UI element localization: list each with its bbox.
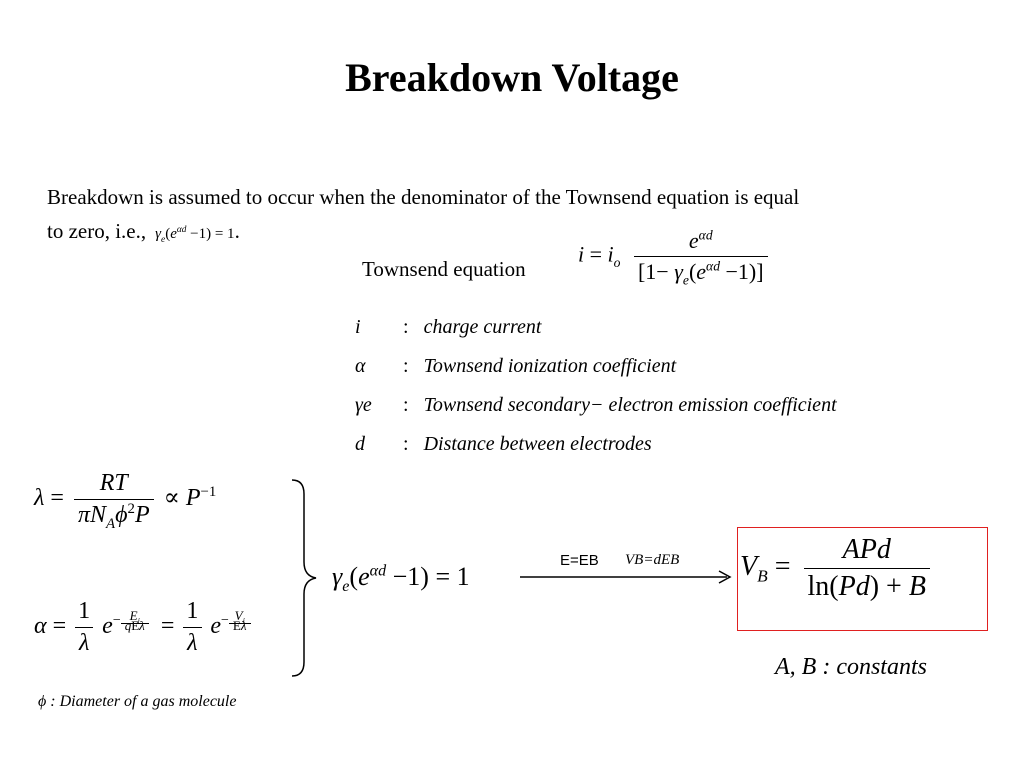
- constants-note: A, B : constants: [775, 654, 927, 680]
- intro-prefix: to zero, i.e.,: [47, 219, 147, 243]
- townsend-equation: i = io eαd [1− γe(eαd −1)]: [578, 228, 768, 287]
- definition-symbol: γe: [355, 394, 372, 416]
- definition-text: charge current: [423, 316, 542, 338]
- definition-text: Townsend ionization coefficient: [423, 355, 677, 377]
- arrow-label-voltage: VB=dEB: [625, 552, 680, 568]
- slide-title: Breakdown Voltage: [345, 55, 679, 100]
- breakdown-voltage-equation: VB = APd ln(Pd) + B: [740, 534, 930, 603]
- definition-text: Townsend secondary− electron emission co…: [423, 394, 837, 416]
- definition-row: γe: Townsend secondary− electron emissio…: [355, 394, 837, 416]
- inline-condition-formula: γe(eαd −1) = 1: [155, 225, 235, 245]
- intro-line-1: Breakdown is assumed to occur when the d…: [47, 185, 800, 209]
- breakdown-condition: γe(eαd −1) = 1: [332, 562, 470, 596]
- phi-note: ϕ : Diameter of a gas molecule: [38, 693, 237, 710]
- definition-symbol: i: [355, 316, 361, 338]
- definition-row: i: charge current: [355, 316, 542, 338]
- right-brace: [291, 479, 317, 677]
- breakdown-voltage-result-box: [737, 527, 988, 631]
- intro-paragraph: Breakdown is assumed to occur when the d…: [47, 185, 800, 245]
- definition-row: α: Townsend ionization coefficient: [355, 355, 677, 377]
- definition-symbol: α: [355, 355, 366, 377]
- arrow-label-field: E=EB: [560, 552, 599, 569]
- townsend-label: Townsend equation: [362, 257, 526, 281]
- right-arrow-icon: [520, 570, 732, 584]
- definition-row: d: Distance between electrodes: [355, 433, 652, 455]
- definition-text: Distance between electrodes: [423, 433, 652, 455]
- mean-free-path-equation: λ = RT πNAϕ2P ∝ P−1: [34, 470, 217, 532]
- definition-symbol: d: [355, 433, 365, 455]
